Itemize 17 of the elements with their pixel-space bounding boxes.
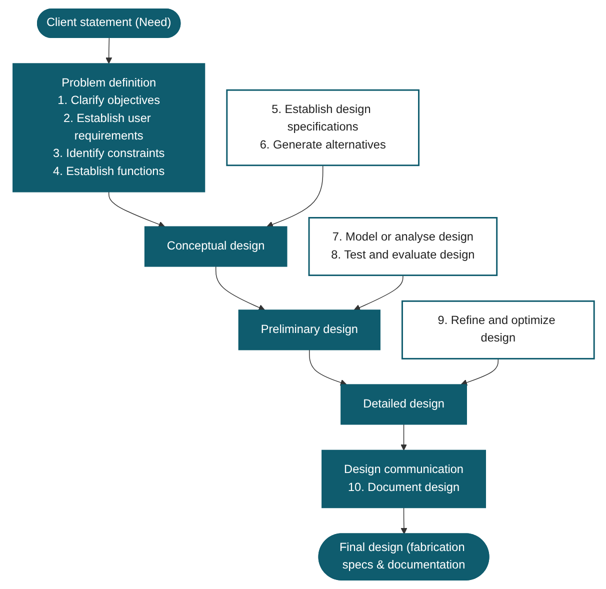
node-box: 9. Refine and optimize design (400, 300, 594, 360)
arrow (108, 192, 164, 228)
node-box: 7. Model or analyse design 8. Test and evaluate design (308, 217, 498, 276)
arrow (400, 507, 407, 534)
node-box: Conceptual design (144, 226, 287, 267)
node-box: Preliminary design (238, 310, 380, 350)
node-box: Detailed design (340, 384, 466, 425)
node-box: Problem definition 1. Clarify objectives 2. Establish user requirements 3. Identify constraints 4. Establish functions (12, 63, 205, 192)
arrow (266, 164, 323, 228)
arrow (353, 274, 403, 311)
arrow (460, 358, 498, 386)
arrow (105, 38, 112, 64)
node-box: Design communication 10. Document design (321, 450, 486, 508)
node-box: 5. Establish design specifications 6. Generate alternatives (226, 89, 420, 166)
arrow (214, 266, 264, 311)
arrow (400, 424, 407, 450)
arrow (308, 349, 346, 386)
